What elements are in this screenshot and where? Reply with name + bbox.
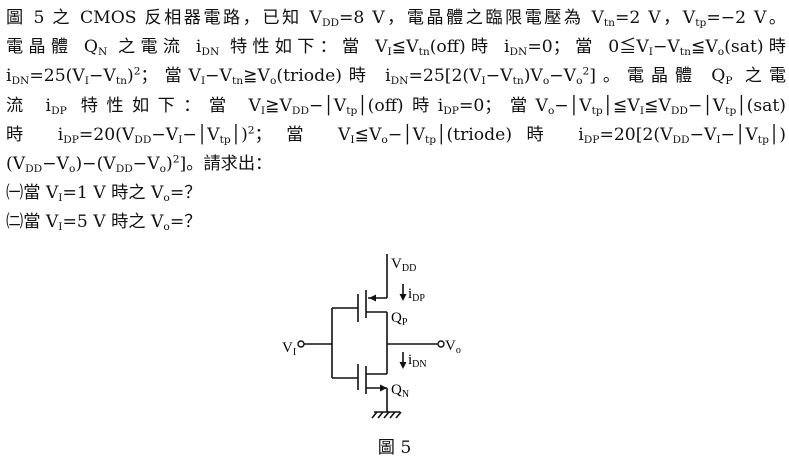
figure-caption: 圖 5 [377, 438, 412, 458]
vi-label: VI [282, 340, 296, 358]
problem-line: 電晶體 QN 之電流 iDN 特性如下：當 VI≦Vtn(off)時 iDN=0… [6, 37, 786, 59]
qp-label: QP [391, 310, 408, 328]
idp-label: iDP [408, 286, 425, 304]
question-2: ㈡當 VI=5 V 時之 Vo=？ [6, 212, 202, 234]
vi-terminal [297, 340, 305, 348]
question-1: ㈠當 VI=1 V 時之 Vo=？ [6, 183, 202, 205]
problem-line: iDN=25(VI−Vtn)2；當VI−Vtn≧Vo(triode)時 iDN=… [6, 64, 787, 88]
nmos-arrow-icon [380, 384, 387, 392]
problem-line: (VDD−Vo)−(VDD−Vo)2]。請求出： [6, 152, 273, 175]
vo-label: Vo [445, 338, 461, 356]
problem-text: 圖 5 之 CMOS 反相器電路，已知 VDD=8 V，電晶體之臨限電壓為 Vt… [6, 4, 786, 238]
cmos-inverter-circuit: VDD iDP QP VI Vo iDN QN [282, 254, 461, 419]
problem-line: 圖 5 之 CMOS 反相器電路，已知 VDD=8 V，電晶體之臨限電壓為 Vt… [6, 8, 787, 29]
qn-label: QN [391, 382, 409, 400]
idn-label: iDN [408, 352, 427, 370]
pmos-arrow-icon [369, 294, 376, 302]
vo-terminal [437, 340, 445, 348]
vdd-label: VDD [391, 256, 416, 274]
problem-line: 流 iDP 特性如下：當 VI≧VDD−│Vtp│(off)時iDP=0；當Vo… [6, 95, 786, 117]
problem-line: 時 iDP=20(VDD−VI−│Vtp│)2；當 VI≦Vo−│Vtp│(tr… [6, 123, 786, 146]
